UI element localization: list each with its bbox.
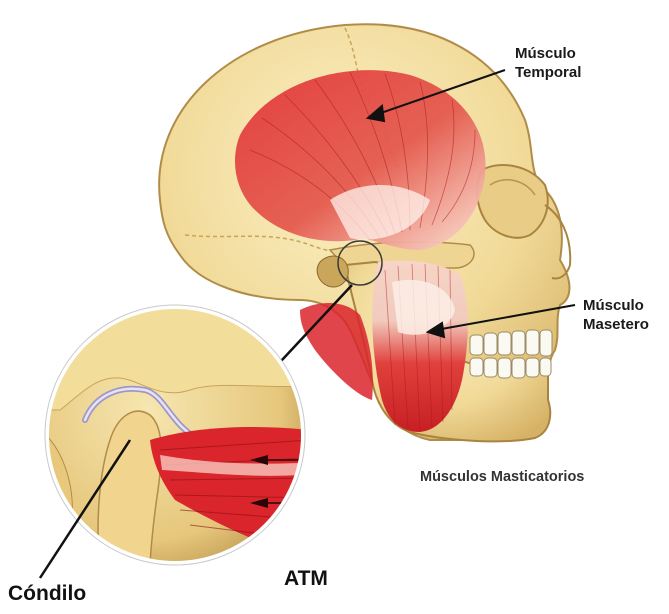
atm-label: ATM [284, 567, 328, 591]
masseter-muscle-label: Músculo Masetero [583, 296, 649, 334]
atm-inset [40, 300, 310, 570]
masticatory-muscles-caption: Músculos Masticatorios [420, 469, 584, 485]
temporal-muscle-label: Músculo Temporal [515, 44, 581, 82]
condyle-label: Cóndilo [8, 582, 86, 606]
